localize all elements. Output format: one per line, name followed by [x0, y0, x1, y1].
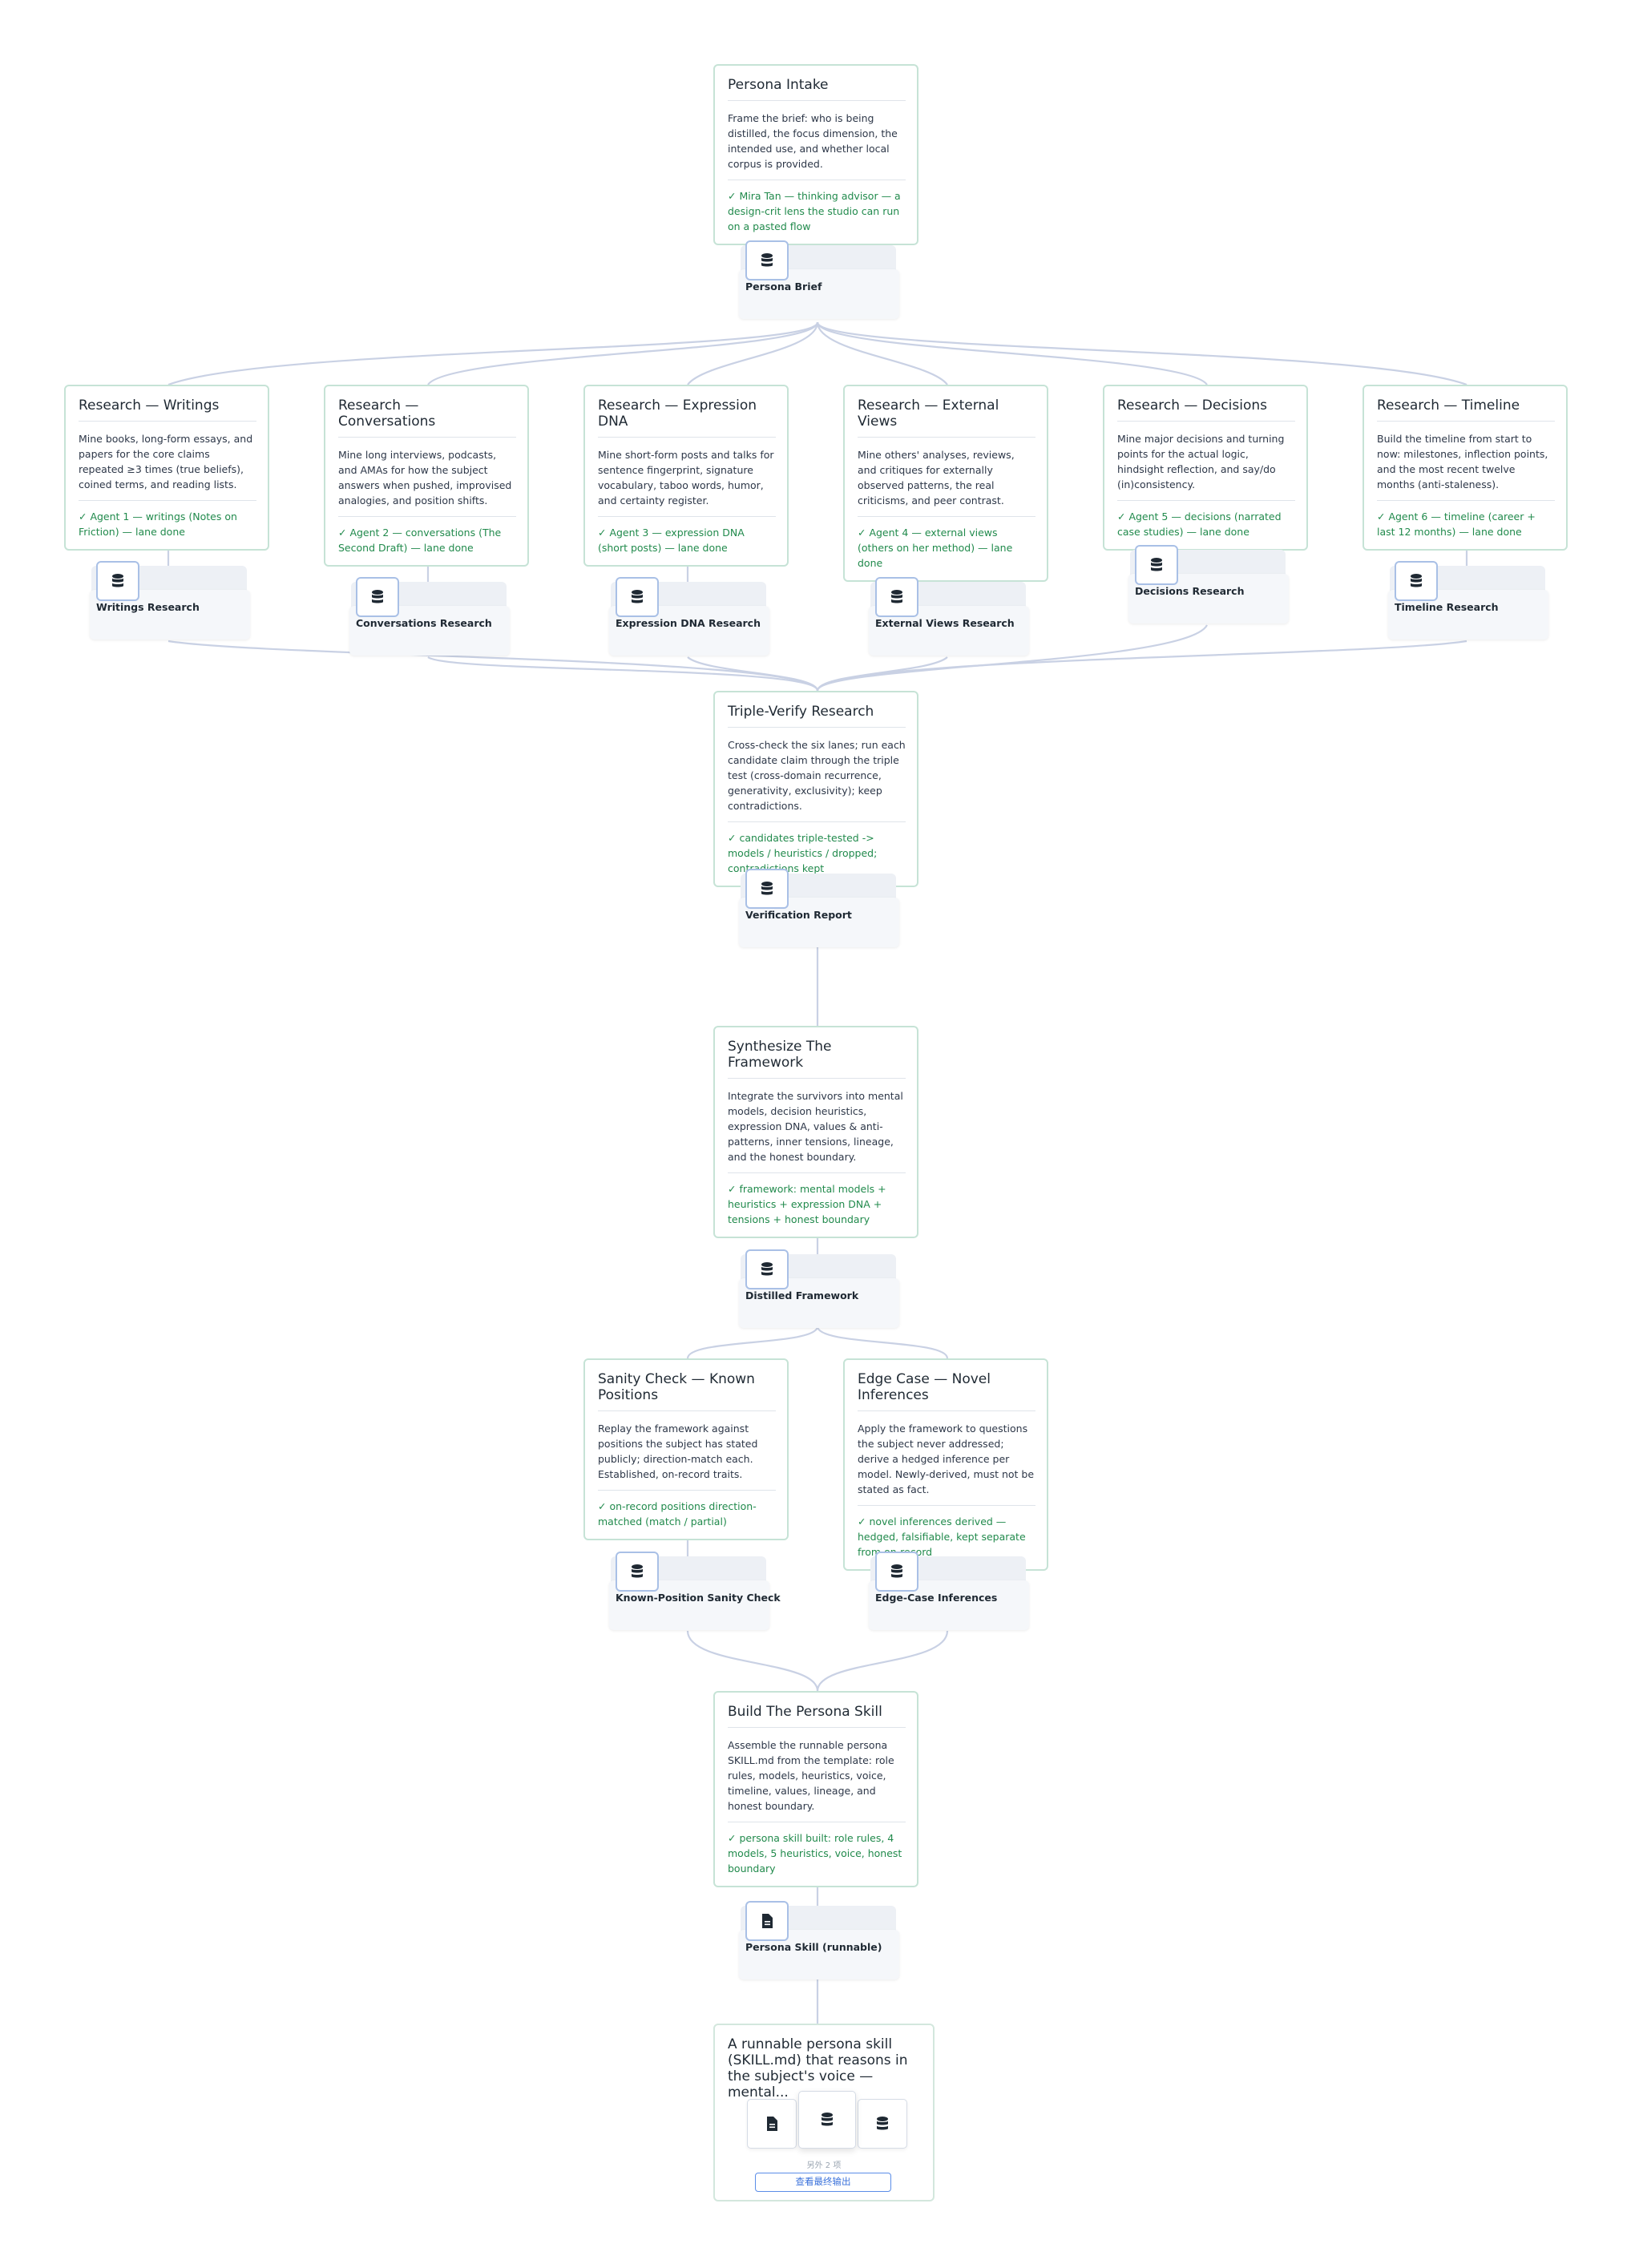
artifact-label: Verification Report — [745, 909, 852, 921]
stage-status: ✓ Mira Tan — thinking advisor — a design… — [728, 190, 901, 232]
artifact-persona-brief[interactable]: Persona Brief — [739, 240, 899, 319]
stage-title: Research — Writings — [79, 398, 256, 422]
final-output-card[interactable]: A runnable persona skill (SKILL.md) that… — [713, 2024, 935, 2201]
stage-card-edge-case[interactable]: Edge Case — Novel Inferences Apply the f… — [843, 1358, 1048, 1571]
database-icon — [1395, 561, 1438, 601]
stage-description: Replay the framework against positions t… — [598, 1421, 776, 1491]
stage-title: Sanity Check — Known Positions — [598, 1371, 776, 1411]
artifact-label: Writings Research — [96, 601, 200, 613]
stage-status: ✓ on-record positions direction-matched … — [598, 1500, 757, 1527]
stage-description: Frame the brief: who is being distilled,… — [728, 111, 906, 180]
database-icon — [875, 1552, 918, 1592]
artifact-sanity-check[interactable]: Known-Position Sanity Check — [609, 1552, 781, 1630]
artifact-decisions-research[interactable]: Decisions Research — [1128, 545, 1289, 623]
artifact-persona-skill[interactable]: Persona Skill (runnable) — [739, 1901, 899, 1979]
artifact-edge-case-inferences[interactable]: Edge-Case Inferences — [869, 1552, 1029, 1630]
stage-title: Persona Intake — [728, 77, 906, 101]
artifact-label: Expression DNA Research — [616, 617, 761, 629]
database-icon — [96, 561, 139, 601]
document-icon — [745, 1901, 789, 1941]
database-icon — [798, 2091, 856, 2149]
database-icon — [875, 577, 918, 617]
artifact-conversations-research[interactable]: Conversations Research — [349, 577, 510, 656]
stage-status: ✓ candidates triple-tested -> models / h… — [728, 832, 878, 874]
stage-card-verify[interactable]: Triple-Verify Research Cross-check the s… — [713, 691, 918, 887]
stage-status: ✓ Agent 4 — external views (others on he… — [858, 527, 1013, 569]
stage-status: ✓ Agent 5 — decisions (narrated case stu… — [1117, 511, 1282, 538]
stage-title: Research — External Views — [858, 398, 1036, 438]
stage-status: ✓ Agent 1 — writings (Notes on Friction)… — [79, 511, 237, 538]
database-icon — [745, 869, 789, 909]
artifact-distilled-framework[interactable]: Distilled Framework — [739, 1249, 899, 1328]
stage-description: Assemble the runnable persona SKILL.md f… — [728, 1737, 906, 1822]
artifact-timeline-research[interactable]: Timeline Research — [1388, 561, 1548, 640]
database-icon — [1135, 545, 1178, 585]
artifact-label: Distilled Framework — [745, 1289, 859, 1301]
final-output-thumbnails — [747, 2091, 907, 2152]
artifact-external-views-research[interactable]: External Views Research — [869, 577, 1029, 656]
stage-title: Edge Case — Novel Inferences — [858, 1371, 1036, 1411]
artifact-expression-dna-research[interactable]: Expression DNA Research — [609, 577, 769, 656]
artifact-label: Persona Skill (runnable) — [745, 1941, 882, 1953]
stage-status: ✓ framework: mental models + heuristics … — [728, 1183, 886, 1225]
stage-title: Research — Timeline — [1377, 398, 1555, 422]
stage-description: Cross-check the six lanes; run each cand… — [728, 737, 906, 822]
stage-title: Triple-Verify Research — [728, 704, 906, 728]
stage-status: ✓ Agent 2 — conversations (The Second Dr… — [338, 527, 502, 554]
database-icon — [858, 2099, 907, 2149]
stage-status: ✓ Agent 6 — timeline (career + last 12 m… — [1377, 511, 1536, 538]
stage-description: Mine major decisions and turning points … — [1117, 431, 1295, 501]
final-output-title: A runnable persona skill (SKILL.md) that… — [728, 2036, 908, 2101]
artifact-writings-research[interactable]: Writings Research — [90, 561, 250, 640]
stage-description: Build the timeline from start to now: mi… — [1377, 431, 1555, 501]
stage-status: ✓ Agent 3 — expression DNA (short posts)… — [598, 527, 745, 554]
artifact-label: Known-Position Sanity Check — [616, 1592, 781, 1604]
stage-description: Apply the framework to questions the sub… — [858, 1421, 1036, 1506]
stage-card-synthesize[interactable]: Synthesize The Framework Integrate the s… — [713, 1026, 918, 1238]
stage-description: Mine long interviews, podcasts, and AMAs… — [338, 447, 516, 517]
stage-title: Research — Conversations — [338, 398, 516, 438]
stage-card-timeline[interactable]: Research — Timeline Build the timeline f… — [1362, 385, 1568, 551]
stage-description: Integrate the survivors into mental mode… — [728, 1088, 906, 1173]
stage-card-writings[interactable]: Research — Writings Mine books, long-for… — [64, 385, 269, 551]
stage-card-external-views[interactable]: Research — External Views Mine others' a… — [843, 385, 1048, 582]
stage-status: ✓ persona skill built: role rules, 4 mod… — [728, 1832, 902, 1875]
view-final-output-button[interactable]: 查看最终输出 — [755, 2173, 891, 2192]
artifact-label: Conversations Research — [356, 617, 492, 629]
stage-card-intake[interactable]: Persona Intake Frame the brief: who is b… — [713, 64, 918, 245]
artifact-label: External Views Research — [875, 617, 1015, 629]
stage-card-conversations[interactable]: Research — Conversations Mine long inter… — [324, 385, 529, 567]
stage-description: Mine others' analyses, reviews, and crit… — [858, 447, 1036, 517]
stage-description: Mine books, long-form essays, and papers… — [79, 431, 256, 501]
stage-title: Build The Persona Skill — [728, 1704, 906, 1728]
stage-card-sanity-check[interactable]: Sanity Check — Known Positions Replay th… — [583, 1358, 789, 1540]
artifact-verification-report[interactable]: Verification Report — [739, 869, 899, 947]
stage-card-decisions[interactable]: Research — Decisions Mine major decision… — [1103, 385, 1308, 551]
stage-title: Synthesize The Framework — [728, 1039, 906, 1079]
database-icon — [745, 240, 789, 280]
database-icon — [745, 1249, 789, 1289]
stage-title: Research — Expression DNA — [598, 398, 776, 438]
database-icon — [356, 577, 399, 617]
more-items-count: 另外 2 项 — [806, 2161, 842, 2170]
artifact-label: Persona Brief — [745, 280, 822, 293]
artifact-label: Decisions Research — [1135, 585, 1245, 597]
stage-description: Mine short-form posts and talks for sent… — [598, 447, 776, 517]
artifact-label: Edge-Case Inferences — [875, 1592, 998, 1604]
stage-title: Research — Decisions — [1117, 398, 1295, 422]
database-icon — [616, 1552, 659, 1592]
artifact-label: Timeline Research — [1395, 601, 1499, 613]
stage-card-expression-dna[interactable]: Research — Expression DNA Mine short-for… — [583, 385, 789, 567]
document-icon — [747, 2099, 797, 2149]
database-icon — [616, 577, 659, 617]
stage-card-build[interactable]: Build The Persona Skill Assemble the run… — [713, 1691, 918, 1887]
